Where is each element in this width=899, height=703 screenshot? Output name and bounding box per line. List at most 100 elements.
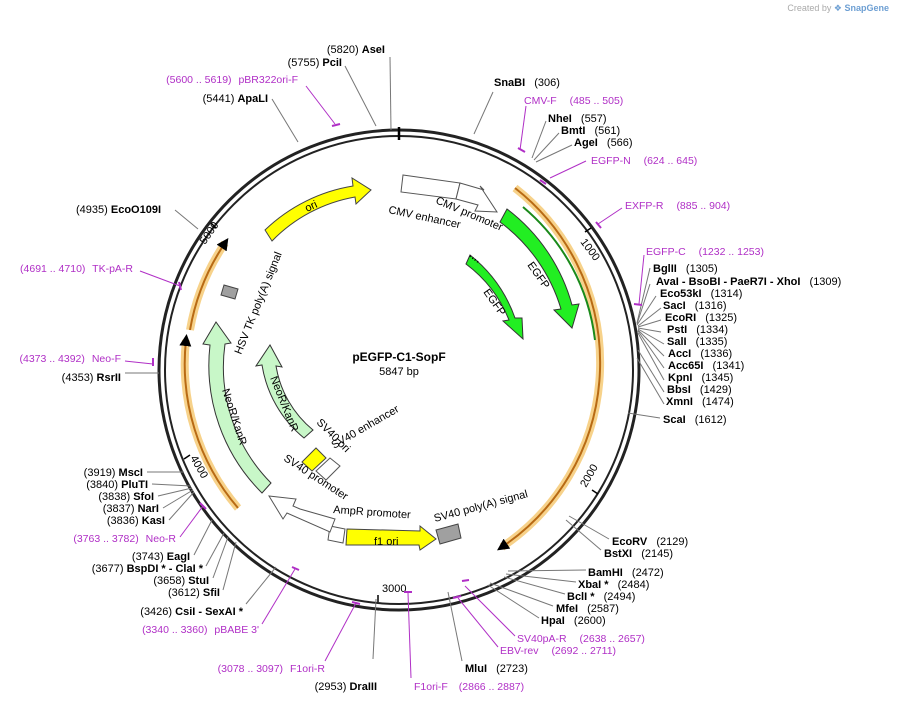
enzyme-xbai[interactable]: XbaI * (2484) <box>578 579 649 591</box>
feature-label-neokanr-inner: NeoR/KanR <box>267 375 300 434</box>
enzyme-mlui[interactable]: MluI (2723) <box>465 663 528 675</box>
primer-f1ori-r[interactable]: (3078 .. 3097) F1ori-R <box>218 663 326 675</box>
primer-f1ori-f[interactable]: F1ori-F (2866 .. 2887) <box>414 681 524 693</box>
enzyme-bspdi-clai-name: BspDI * - ClaI * <box>127 563 204 575</box>
enzyme-mfei[interactable]: MfeI (2587) <box>556 603 619 615</box>
enzyme-apali[interactable]: (5441) ApaLI <box>203 93 268 105</box>
enzyme-draiii[interactable]: (2953) DraIII <box>315 681 377 693</box>
enzyme-snabi-name: SnaBI <box>494 77 525 89</box>
enzyme-pluti-pos: (3840) <box>86 479 118 491</box>
primer-cmv-f[interactable]: CMV-F (485 .. 505) <box>524 95 623 107</box>
enzyme-hpai-name: HpaI <box>541 615 565 627</box>
enzyme-saci-pos: (1316) <box>695 300 727 312</box>
enzyme-sfii-pos: (3612) <box>168 587 200 599</box>
enzyme-pluti-name: PluTI <box>121 479 148 491</box>
enzyme-agei-pos: (566) <box>607 137 633 149</box>
primer-cmv-f-range: (485 .. 505) <box>570 95 624 107</box>
enzyme-csii-sexai[interactable]: (3426) CsiI - SexAI * <box>140 606 243 618</box>
enzyme-scai[interactable]: ScaI (1612) <box>663 414 727 426</box>
enzyme-xmni-pos: (1474) <box>702 396 734 408</box>
primer-f1ori-f-name: F1ori-F <box>414 681 448 693</box>
enzyme-bcli[interactable]: BclI * (2494) <box>567 591 635 603</box>
primer-sv40pa-r-range: (2638 .. 2657) <box>580 633 645 645</box>
primer-leader-pbr322ori-f <box>305 85 336 125</box>
tick-2000-mark <box>591 489 599 495</box>
enzyme-ecoo109i[interactable]: (4935) EcoO109I <box>76 204 161 216</box>
enzyme-pluti[interactable]: (3840) PluTI <box>86 479 148 491</box>
enzyme-bglii[interactable]: BglII (1305) <box>653 263 718 275</box>
enzyme-nari-pos: (3837) <box>103 503 135 515</box>
enzyme-snabi[interactable]: SnaBI (306) <box>494 77 560 89</box>
enzyme-eagi[interactable]: (3743) EagI <box>132 551 190 563</box>
leader-mcs-cluster-2 <box>636 283 651 325</box>
feature-ori <box>264 177 372 242</box>
enzyme-asei[interactable]: (5820) AseI <box>327 44 385 56</box>
enzyme-kasi[interactable]: (3836) KasI <box>107 515 165 527</box>
tick-3000-label: 3000 <box>382 583 406 595</box>
enzyme-bbsi-pos: (1429) <box>700 384 732 396</box>
enzyme-sfii[interactable]: (3612) SfiI <box>168 587 220 599</box>
enzyme-bstxi[interactable]: BstXI (2145) <box>604 548 673 560</box>
enzyme-xbai-name: XbaI * <box>578 579 609 591</box>
enzyme-nhei[interactable]: NheI (557) <box>548 113 607 125</box>
primer-pbabe3[interactable]: (3340 .. 3360) pBABE 3' <box>142 624 259 636</box>
primer-leader-tk-pa-r <box>139 270 181 287</box>
enzyme-ecori[interactable]: EcoRI (1325) <box>665 312 737 324</box>
enzyme-nhei-name: NheI <box>548 113 572 125</box>
credit-prefix: Created by <box>787 3 832 13</box>
enzyme-acci[interactable]: AccI (1336) <box>668 348 732 360</box>
enzyme-sfoi[interactable]: (3838) SfoI <box>98 491 154 503</box>
enzyme-sali[interactable]: SalI (1335) <box>667 336 727 348</box>
feature-label-f1-ori: f1 ori <box>374 536 398 548</box>
leader-nari <box>162 489 194 509</box>
enzyme-psti[interactable]: PstI (1334) <box>667 324 728 336</box>
primer-egfp-n[interactable]: EGFP-N (624 .. 645) <box>591 155 697 167</box>
enzyme-ecorv[interactable]: EcoRV (2129) <box>612 536 688 548</box>
primer-neo-f[interactable]: (4373 .. 4392) Neo-F <box>20 353 122 365</box>
enzyme-pcii[interactable]: (5755) PciI <box>288 57 342 69</box>
enzyme-stui-pos: (3658) <box>153 575 185 587</box>
primer-pbr322ori-f[interactable]: (5600 .. 5619) pBR322ori-F <box>166 74 298 86</box>
enzyme-bbsi-name: BbsI <box>667 384 691 396</box>
leader-mcs-cluster-9 <box>637 330 665 369</box>
primer-sv40pa-r-name: SV40pA-R <box>517 633 567 645</box>
enzyme-acc65i[interactable]: Acc65I (1341) <box>668 360 744 372</box>
enzyme-msci[interactable]: (3919) MscI <box>84 467 143 479</box>
primer-f1ori-r-name: F1ori-R <box>290 663 325 675</box>
tick-5000-mark <box>210 222 217 229</box>
enzyme-scai-name: ScaI <box>663 414 686 426</box>
enzyme-asei-pos: (5820) <box>327 44 359 56</box>
leader-stui <box>212 536 229 579</box>
enzyme-bbsi[interactable]: BbsI (1429) <box>667 384 732 396</box>
primer-egfp-c[interactable]: EGFP-C (1232 .. 1253) <box>646 246 764 258</box>
primer-mark-cmv-f <box>517 147 526 153</box>
primer-tk-pa-r[interactable]: (4691 .. 4710) TK-pA-R <box>20 263 133 275</box>
enzyme-rsrii[interactable]: (4353) RsrII <box>62 372 121 384</box>
enzyme-kpni[interactable]: KpnI (1345) <box>668 372 733 384</box>
enzyme-eagi-pos: (3743) <box>132 551 164 563</box>
enzyme-saci[interactable]: SacI (1316) <box>663 300 727 312</box>
primer-exfp-r[interactable]: EXFP-R (885 .. 904) <box>625 200 730 212</box>
enzyme-eco53ki[interactable]: Eco53kI (1314) <box>660 288 742 300</box>
enzyme-hpai[interactable]: HpaI (2600) <box>541 615 606 627</box>
primer-neo-r[interactable]: (3763 .. 3782) Neo-R <box>73 533 176 545</box>
primer-sv40pa-r[interactable]: SV40pA-R (2638 .. 2657) <box>517 633 645 645</box>
tick-2000-label: 2000 <box>578 462 601 489</box>
enzyme-agei[interactable]: AgeI (566) <box>574 137 633 149</box>
enzyme-bglii-pos: (1305) <box>686 263 718 275</box>
enzyme-xmni[interactable]: XmnI (1474) <box>666 396 734 408</box>
enzyme-avai-xhoi[interactable]: AvaI - BsoBI - PaeR7I - XhoI (1309) <box>656 276 841 288</box>
primer-ebv-rev[interactable]: EBV-rev (2692 .. 2711) <box>500 645 616 657</box>
leader-bspdi <box>205 532 225 567</box>
primer-leader-egfp-n <box>549 160 587 179</box>
primer-neo-r-range: (3763 .. 3782) <box>73 533 138 545</box>
enzyme-nari[interactable]: (3837) NarI <box>103 503 159 515</box>
enzyme-asei-name: AseI <box>362 44 385 56</box>
enzyme-stui[interactable]: (3658) StuI <box>153 575 209 587</box>
enzyme-bmti[interactable]: BmtI (561) <box>561 125 620 137</box>
primer-pbr322ori-f-name: pBR322ori-F <box>238 74 298 86</box>
enzyme-bamhi[interactable]: BamHI (2472) <box>588 567 664 579</box>
enzyme-bspdi-clai[interactable]: (3677) BspDI * - ClaI * <box>92 563 204 575</box>
primer-leader-exfp-r <box>597 207 623 225</box>
tick-1000-label: 1000 <box>578 237 602 264</box>
